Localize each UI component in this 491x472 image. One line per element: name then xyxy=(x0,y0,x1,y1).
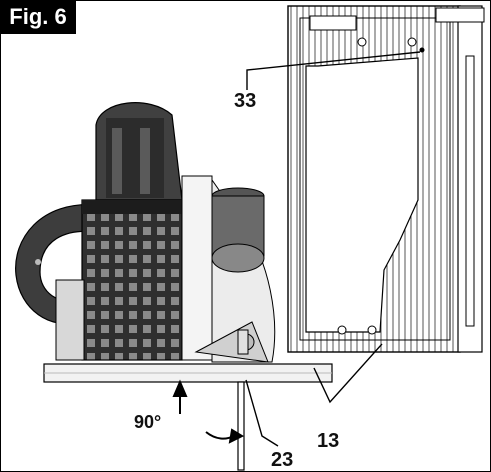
angle-arrows xyxy=(172,379,245,444)
battery-body xyxy=(55,199,183,361)
saw-blade xyxy=(237,381,245,471)
side-view-housing xyxy=(287,5,485,353)
leader-13 xyxy=(313,343,383,404)
leader-23 xyxy=(245,379,279,447)
blade-guard xyxy=(181,175,276,363)
callout-23: 23 xyxy=(271,449,294,471)
callout-angle: 90° xyxy=(134,412,162,432)
base-plate xyxy=(43,363,333,383)
figure-label: Fig. 6 xyxy=(0,0,76,34)
callout-33: 33 xyxy=(234,90,257,112)
leader-33 xyxy=(246,51,421,90)
callout-13: 13 xyxy=(317,430,340,452)
motor-housing xyxy=(95,102,183,201)
leader-lines xyxy=(245,51,421,447)
